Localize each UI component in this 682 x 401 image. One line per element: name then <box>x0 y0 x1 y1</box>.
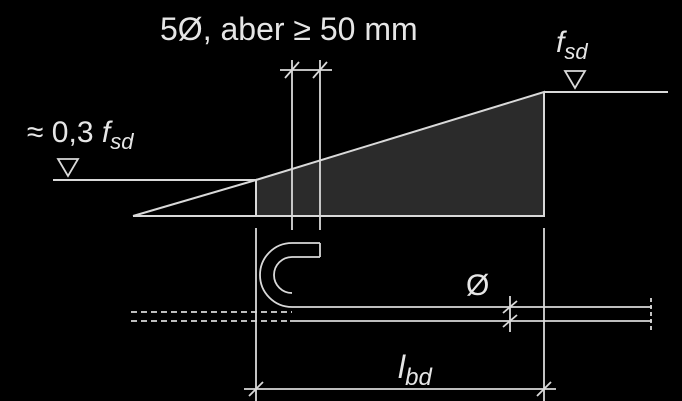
spacing-label: 5Ø, aber ≥ 50 mm <box>160 11 418 47</box>
reduced-subscript: sd <box>110 129 134 154</box>
reference-lines <box>255 60 545 401</box>
stress-trapezoid <box>255 90 545 217</box>
spacing-tick-right <box>312 61 328 79</box>
diameter-dimension <box>502 296 518 332</box>
anchor-tick-right <box>536 381 552 397</box>
diameter-label: Ø <box>466 269 489 302</box>
stress-diagram <box>53 90 668 217</box>
hooked-bar <box>131 242 652 330</box>
fsd-level-triangle <box>563 70 587 90</box>
level-markers <box>56 70 587 178</box>
reduced-level-triangle <box>56 158 80 178</box>
stress-ramp <box>132 178 257 217</box>
fsd-subscript: sd <box>564 39 588 64</box>
anchor-subscript: bd <box>405 364 432 391</box>
anchor-tick-left <box>248 381 264 397</box>
reduced-stress-label: ≈ 0,3 fsd <box>27 116 134 154</box>
spacing-dimension <box>280 61 332 79</box>
spacing-tick-left <box>284 61 300 79</box>
anchorage-length-label: lbd <box>398 349 432 391</box>
anchorage-dimension <box>244 381 556 397</box>
bar-outer-edge <box>259 242 652 308</box>
anchor-symbol: l <box>398 349 406 385</box>
diameter-tick-top <box>502 300 518 314</box>
diameter-tick-bottom <box>502 314 518 328</box>
reduced-prefix: ≈ 0,3 <box>27 116 102 149</box>
fsd-symbol: f <box>556 26 567 59</box>
fsd-label: fsd <box>556 26 588 64</box>
reduced-symbol: f <box>102 116 113 149</box>
bar-inner-edge <box>273 256 320 294</box>
